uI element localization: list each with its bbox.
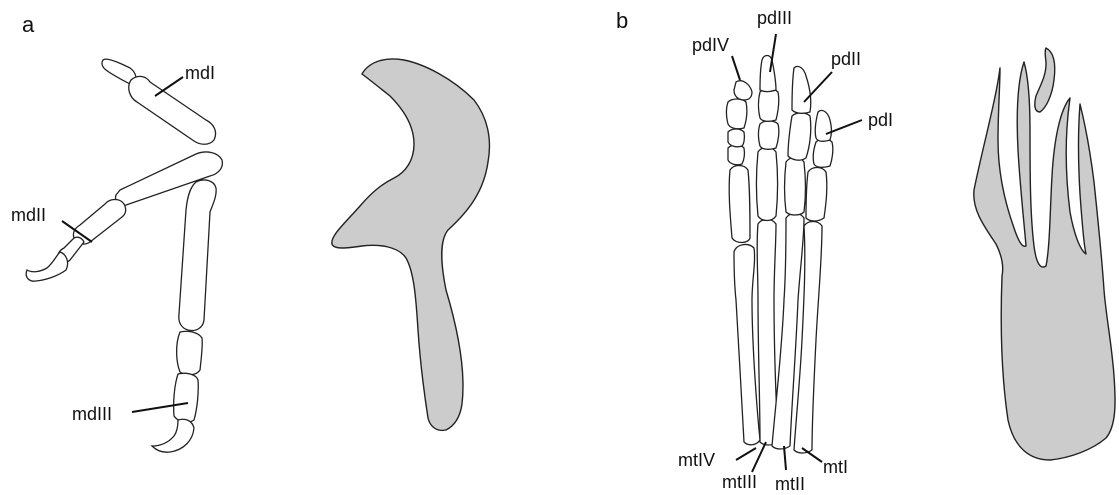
pes-III-claw: [760, 56, 776, 92]
panel-a: a mdI mdII mdIII: [11, 12, 489, 452]
manus-silhouette: [332, 59, 490, 430]
panel-a-letter: a: [22, 12, 35, 37]
pes-IV-phalanx-1: [729, 166, 750, 243]
label-mtIII: mtIII: [722, 472, 757, 492]
pes-I-phalanx-2: [813, 139, 833, 167]
digit-III-phalanx-1: [179, 180, 216, 331]
pes-II-phalanx-1: [785, 158, 806, 216]
pes-digit-IV: [727, 81, 753, 243]
metatarsal-IV: [734, 245, 760, 445]
digit-III-phalanx-3: [174, 373, 199, 422]
panel-b: b: [616, 8, 1115, 494]
label-pdII: pdII: [831, 49, 861, 69]
panel-b-letter: b: [616, 8, 628, 33]
label-mtIV: mtIV: [678, 450, 715, 470]
pes-II-phalanx-2: [788, 113, 811, 160]
leader-mdI: [155, 77, 183, 96]
pes-IV-claw: [734, 81, 752, 100]
digit-I-phalanx: [129, 76, 216, 144]
pes-I-phalanx-1: [806, 168, 827, 222]
manus-digit-III: [152, 180, 216, 452]
leader-mtIII: [752, 442, 766, 472]
pes-silhouette-claw-tip: [1035, 48, 1055, 112]
metatarsals: [734, 214, 822, 454]
label-mtII: mtII: [775, 474, 805, 494]
pes-IV-phalanx-2: [728, 145, 744, 165]
label-pdIII: pdIII: [757, 8, 792, 28]
label-mdI: mdI: [185, 63, 215, 83]
digit-III-claw: [152, 419, 194, 452]
leader-mtIV: [736, 448, 756, 460]
pes-III-phalanx-1: [757, 148, 778, 221]
leader-mtII: [784, 446, 786, 470]
label-mdII: mdII: [11, 205, 46, 225]
pes-IV-phalanx-4: [727, 99, 747, 129]
digit-II-claw: [26, 252, 67, 281]
label-pdIV: pdIV: [692, 35, 729, 55]
pes-IV-phalanx-3: [728, 129, 744, 147]
pes-III-phalanx-2: [759, 121, 779, 149]
pes-II-claw: [792, 66, 811, 113]
label-mdIII: mdIII: [72, 404, 112, 424]
leader-pdIV: [732, 56, 740, 80]
digit-II-phalanx-1: [73, 200, 125, 245]
pes-silhouette: [974, 62, 1115, 460]
label-pdI: pdI: [868, 110, 893, 130]
pes-III-phalanx-3: [759, 89, 779, 121]
digit-III-phalanx-2: [177, 331, 203, 375]
label-mtI: mtI: [823, 457, 848, 477]
pes-I-claw: [815, 110, 831, 141]
pes-digit-III: [757, 56, 779, 221]
